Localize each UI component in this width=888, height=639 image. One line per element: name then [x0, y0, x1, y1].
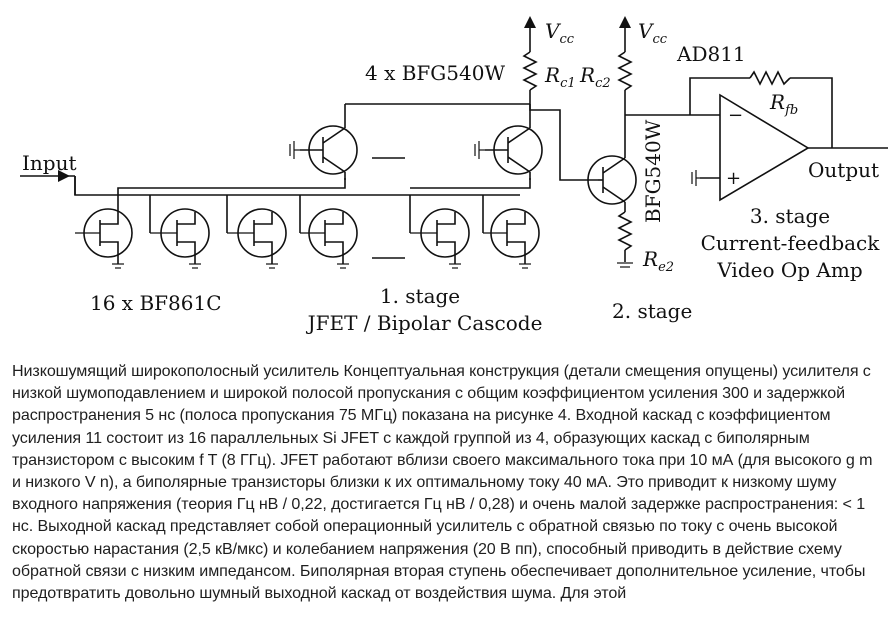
re2-label: Re2 — [642, 247, 674, 275]
jfet-gate-bus — [74, 176, 520, 196]
vcc2-label: Vcc — [638, 19, 668, 47]
bipolar-cascode — [289, 103, 543, 180]
stage2-transistor — [587, 155, 637, 212]
rc1-resistor — [522, 16, 538, 104]
input-label: Input — [22, 151, 77, 175]
vcc1-label: Vcc — [545, 19, 575, 47]
jfet-transistor — [75, 195, 133, 269]
jfet-drain-bus — [117, 178, 531, 195]
jfet-transistor — [299, 195, 358, 269]
amplifier-schematic: Vcc Vcc 4 x BFG540W Rc1 Rc2 AD811 Rfb − … — [20, 16, 888, 335]
rfb-label: Rfb — [769, 90, 798, 118]
output-label: Output — [808, 158, 879, 182]
bfg-vertical-label: BFG540W — [641, 119, 665, 223]
stage1-line2: JFET / Bipolar Cascode — [306, 311, 543, 335]
jfet-transistor — [149, 195, 210, 269]
jfet-count-label: 16 x BF861C — [90, 291, 222, 315]
rc1-label: Rc1 — [544, 63, 576, 91]
re2-resistor — [617, 211, 633, 268]
input-wire — [20, 170, 75, 182]
opamp-minus-label: − — [728, 105, 743, 126]
bipolar-transistor — [474, 104, 543, 180]
stage2-label: 2. stage — [612, 299, 692, 323]
jfet-array — [75, 195, 540, 269]
ad811-label: AD811 — [676, 42, 746, 66]
stage1-to-stage2-wire — [529, 104, 598, 181]
opamp-plus-label: + — [726, 168, 741, 189]
jfet-transistor — [409, 195, 470, 269]
opamp — [691, 93, 888, 202]
rc2-label: Rc2 — [579, 63, 611, 91]
stage3-line3: Video Op Amp — [716, 258, 862, 282]
bfg-count-label: 4 x BFG540W — [365, 61, 505, 85]
rfb-resistor — [689, 70, 833, 148]
jfet-transistor — [226, 195, 287, 269]
figure-caption: Низкошумящий широкополосный усилитель Ко… — [12, 362, 873, 603]
stage1-line1: 1. stage — [380, 284, 460, 308]
stage3-line1: 3. stage — [750, 204, 830, 228]
rc2-resistor — [617, 16, 633, 158]
stage3-line2: Current-feedback — [701, 231, 881, 255]
jfet-transistor — [482, 195, 540, 269]
bipolar-transistor — [289, 104, 358, 180]
